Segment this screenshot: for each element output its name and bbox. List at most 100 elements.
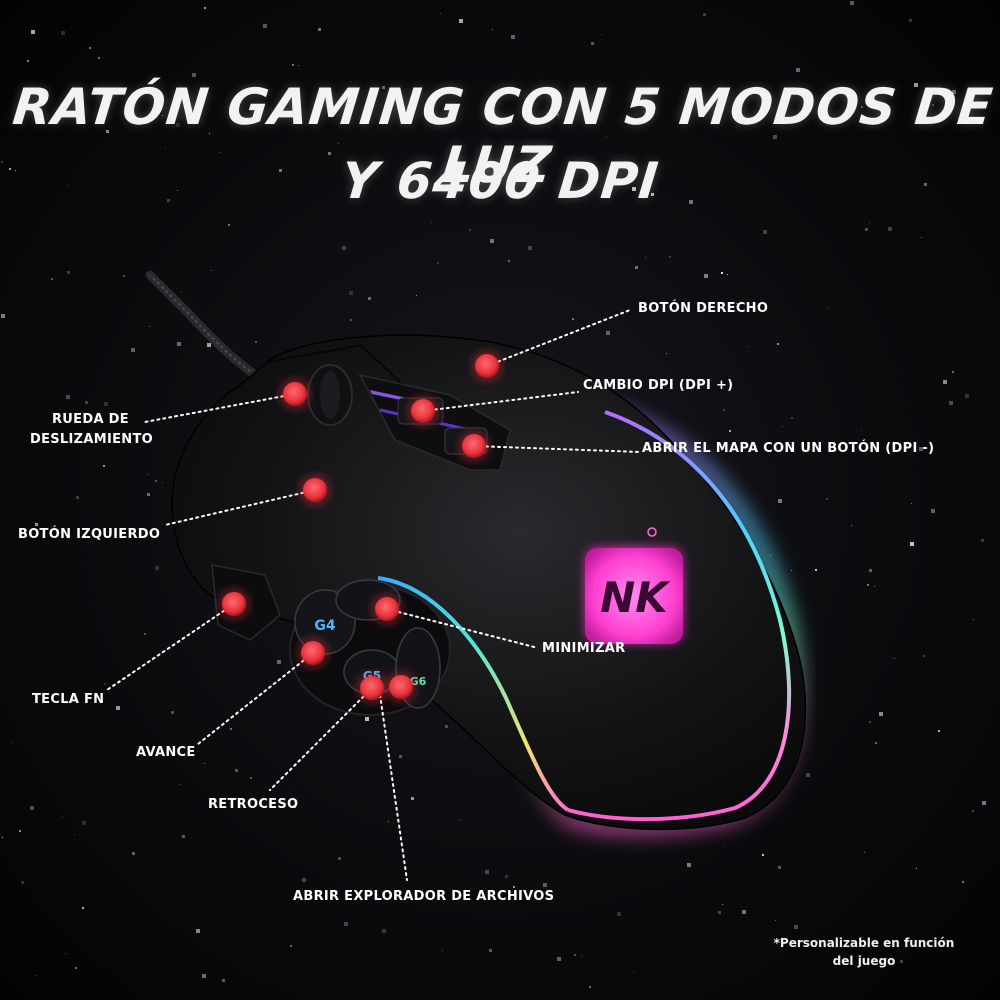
star: [149, 326, 150, 327]
star: [350, 81, 351, 82]
star: [82, 821, 86, 825]
star: [762, 854, 764, 856]
star: [718, 911, 721, 914]
star: [235, 769, 238, 772]
star: [574, 954, 576, 956]
star: [388, 821, 389, 822]
star: [144, 633, 146, 635]
callout-dot: [222, 592, 246, 616]
star: [850, 1, 854, 5]
star: [770, 555, 771, 556]
label-scroll-wheel-2: DESLIZAMIENTO: [30, 432, 153, 447]
star: [74, 834, 75, 835]
star: [617, 912, 621, 916]
star: [350, 319, 352, 321]
label-scroll-wheel-1: RUEDA DE: [52, 412, 129, 427]
star: [916, 868, 917, 869]
star: [104, 683, 106, 685]
callout-dot: [301, 641, 325, 665]
star: [511, 35, 515, 39]
star: [292, 64, 294, 66]
star: [782, 426, 783, 427]
star: [687, 863, 691, 867]
star: [302, 878, 306, 882]
star: [116, 706, 120, 710]
label-left-button: BOTÓN IZQUIERDO: [18, 527, 161, 542]
star: [298, 65, 299, 66]
star: [211, 270, 212, 271]
star: [543, 883, 547, 887]
star: [492, 29, 493, 30]
logo-badge: [585, 548, 683, 644]
star: [633, 972, 634, 973]
star: [176, 123, 180, 127]
star: [919, 447, 923, 451]
star: [973, 619, 974, 620]
star: [669, 256, 671, 258]
star: [490, 239, 494, 243]
star: [228, 224, 230, 226]
star: [293, 805, 296, 808]
star: [445, 725, 448, 728]
star: [2, 837, 3, 838]
star: [431, 222, 432, 223]
star: [162, 482, 163, 483]
star: [442, 950, 443, 951]
star: [722, 904, 723, 905]
star: [874, 586, 875, 587]
star: [177, 190, 178, 191]
footnote-line-1: *Personalizable en función: [773, 936, 955, 950]
star: [349, 291, 353, 295]
star: [204, 7, 206, 9]
star: [326, 101, 327, 102]
star: [796, 68, 800, 72]
star: [949, 401, 953, 405]
star: [704, 274, 708, 278]
star: [12, 742, 13, 743]
callout-dot: [475, 354, 499, 378]
star: [294, 786, 295, 787]
star: [508, 260, 510, 262]
star: [727, 274, 728, 275]
star: [572, 318, 574, 320]
star: [157, 117, 158, 118]
star: [437, 262, 439, 264]
star: [869, 222, 870, 223]
star: [752, 449, 753, 450]
star: [365, 717, 369, 721]
callout-dot: [375, 597, 399, 621]
label-minimize: MINIMIZAR: [542, 641, 626, 656]
star: [416, 295, 417, 296]
star: [557, 957, 561, 961]
star: [290, 945, 292, 947]
star: [123, 275, 125, 277]
star: [76, 496, 79, 499]
star: [250, 777, 252, 779]
star: [68, 185, 69, 186]
star: [934, 89, 937, 92]
star: [606, 331, 610, 335]
star: [368, 297, 371, 300]
callout-dots: [218, 350, 503, 704]
star: [923, 655, 925, 657]
star: [909, 19, 912, 22]
star: [220, 152, 221, 153]
star: [931, 509, 935, 513]
callout-dot: [283, 382, 307, 406]
star: [861, 430, 862, 431]
star: [865, 228, 868, 231]
star: [729, 430, 731, 432]
star: [255, 341, 257, 343]
star: [645, 257, 646, 258]
star: [230, 728, 232, 730]
star: [84, 416, 86, 418]
star: [277, 660, 281, 664]
star: [489, 949, 492, 952]
star: [75, 967, 77, 969]
star: [791, 570, 792, 571]
star: [204, 763, 205, 764]
star: [155, 480, 157, 482]
star: [869, 721, 871, 723]
star: [875, 742, 877, 744]
star: [165, 147, 166, 148]
